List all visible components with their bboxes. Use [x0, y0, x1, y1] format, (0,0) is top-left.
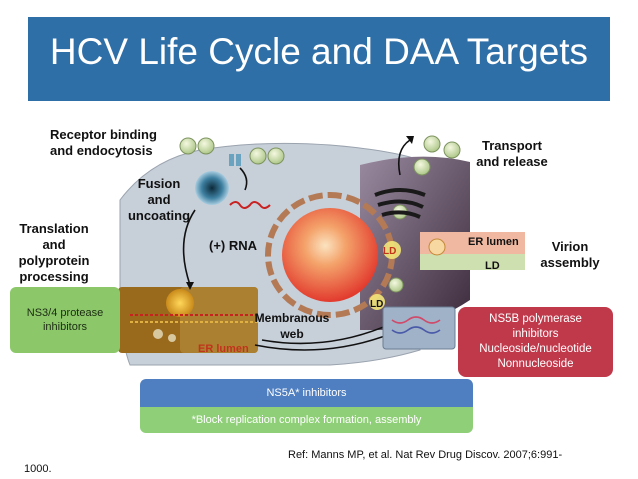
entry-arrow — [239, 167, 248, 191]
translation-arrow — [182, 209, 196, 286]
slide-title: HCV Life Cycle and DAA Targets — [49, 31, 589, 72]
ribosome — [166, 289, 194, 317]
label-ld-mid: LD — [370, 299, 384, 310]
lipid-droplet-1 — [383, 241, 401, 259]
lipid-droplet-2 — [369, 294, 385, 310]
label-rna: (+) RNA — [209, 238, 258, 253]
ns5b-polymerase-box: NS5B polymerase inhibitors Nucleoside/nu… — [458, 307, 613, 377]
virion-inner-2 — [388, 277, 404, 293]
golgi — [374, 188, 426, 219]
title-bar — [28, 17, 610, 101]
assembly-virion — [428, 238, 446, 256]
ld-band — [420, 254, 525, 270]
reference-line-1: Ref: Manns MP, et al. Nat Rev Drug Disco… — [288, 449, 563, 461]
virion-released-2 — [443, 141, 461, 159]
endosome — [195, 171, 229, 205]
er-lumen-band — [420, 232, 525, 254]
virion-entering-4 — [267, 147, 285, 165]
assembly-region — [360, 156, 470, 330]
virion-released-1 — [423, 135, 441, 153]
release-arrow — [397, 139, 411, 176]
virion-released-3 — [413, 158, 431, 176]
virion-entering-1 — [179, 137, 197, 155]
ns5a-inhibitors-box: NS5A* inhibitors — [140, 379, 473, 407]
label-ld-top: LD — [383, 246, 397, 257]
virion-entering-2 — [197, 137, 215, 155]
reference-line-2: 1000. — [24, 463, 52, 475]
rna-strand — [229, 201, 271, 209]
label-er-lumen-top: ER lumen — [468, 236, 519, 248]
label-er-lumen-bottom: ER lumen — [198, 343, 249, 355]
receptor — [229, 154, 234, 166]
nucleus — [282, 208, 378, 302]
ns5a-note-box: *Block replication complex formation, as… — [140, 407, 473, 433]
label-ld-right: LD — [485, 260, 500, 272]
virion-entering-3 — [249, 147, 267, 165]
